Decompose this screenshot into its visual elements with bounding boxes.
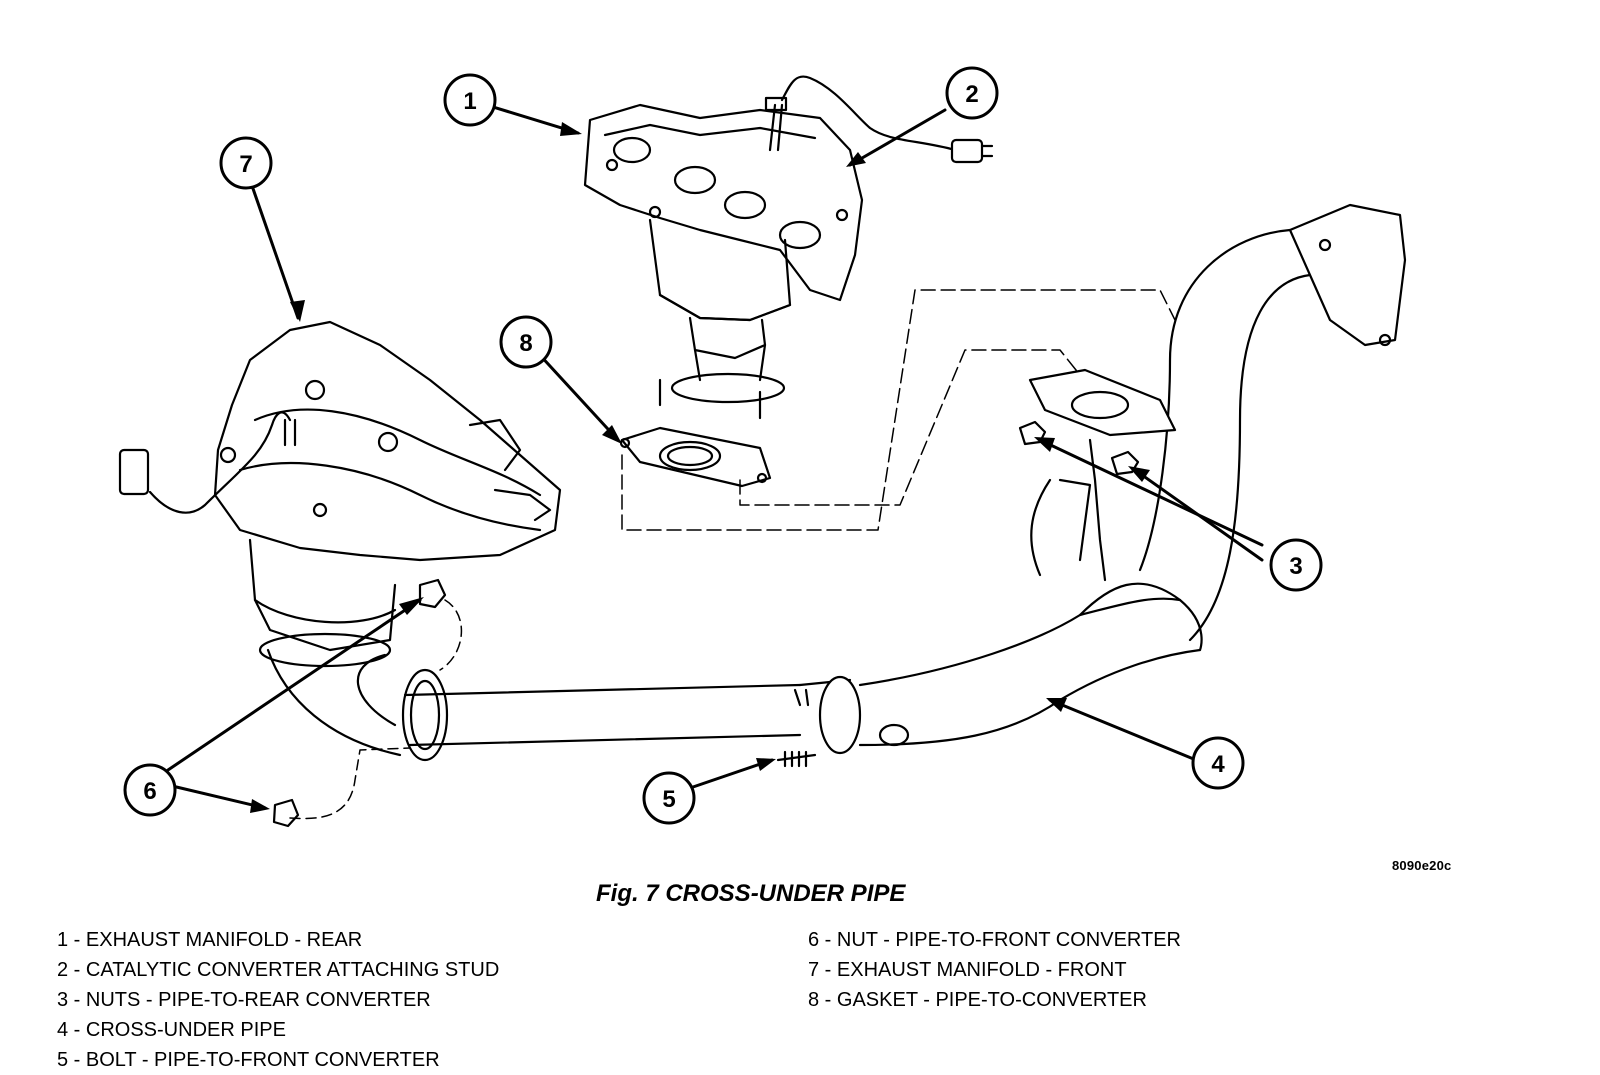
callout-7-label: 7: [239, 151, 252, 178]
callout-5-label: 5: [662, 786, 675, 813]
callout-numbers: 1 2 3 4 5 6 7 8: [143, 81, 1302, 813]
legend-left-column: 1 - EXHAUST MANIFOLD - REAR 2 - CATALYTI…: [57, 925, 499, 1075]
exploded-view-diagram: 1 2 3 4 5 6 7 8: [118, 66, 1407, 828]
legend-item: 8 - GASKET - PIPE-TO-CONVERTER: [808, 989, 1147, 1011]
callout-5-circle: [642, 771, 696, 825]
callout-4-circle: [1191, 736, 1245, 790]
callout-6-label: 6: [143, 778, 156, 805]
callout-circles: [123, 66, 1323, 825]
callout-3-label: 3: [1289, 553, 1302, 580]
legend-right-column: 6 - NUT - PIPE-TO-FRONT CONVERTER 7 - EX…: [808, 925, 1181, 1015]
gasket: [619, 426, 772, 488]
figure-title: Fig. 7 CROSS-UNDER PIPE: [596, 880, 906, 907]
leader-arrowheads: [250, 122, 1150, 813]
callout-2-circle: [945, 66, 999, 120]
callout-6-circle: [123, 763, 177, 817]
legend-item: 1 - EXHAUST MANIFOLD - REAR: [57, 929, 363, 951]
callout-8-label: 8: [519, 330, 532, 357]
legend-item: 3 - NUTS - PIPE-TO-REAR CONVERTER: [57, 989, 431, 1011]
legend-item: 6 - NUT - PIPE-TO-FRONT CONVERTER: [808, 929, 1181, 951]
callout-1-label: 1: [463, 88, 476, 115]
alignment-lines: [621, 289, 1176, 531]
legend-item: 4 - CROSS-UNDER PIPE: [57, 1019, 286, 1041]
legend-item: 5 - BOLT - PIPE-TO-FRONT CONVERTER: [57, 1049, 440, 1071]
figure-code: 8090e20c: [1392, 858, 1452, 873]
front-exhaust-manifold: [118, 320, 562, 757]
cross-under-pipe: [401, 203, 1407, 762]
fasteners: [272, 420, 1140, 828]
callout-3-circle: [1269, 538, 1323, 592]
callout-8-circle: [499, 315, 553, 369]
callout-4-label: 4: [1211, 751, 1225, 778]
callout-1-circle: [443, 73, 497, 127]
leader-lines: [166, 101, 1264, 810]
fastener-dash-lines: [289, 599, 462, 820]
callout-2-label: 2: [965, 81, 978, 108]
callout-7-circle: [219, 136, 273, 190]
rear-exhaust-manifold: [583, 75, 994, 420]
legend-item: 2 - CATALYTIC CONVERTER ATTACHING STUD: [57, 959, 500, 981]
legend-item: 7 - EXHAUST MANIFOLD - FRONT: [808, 959, 1127, 981]
